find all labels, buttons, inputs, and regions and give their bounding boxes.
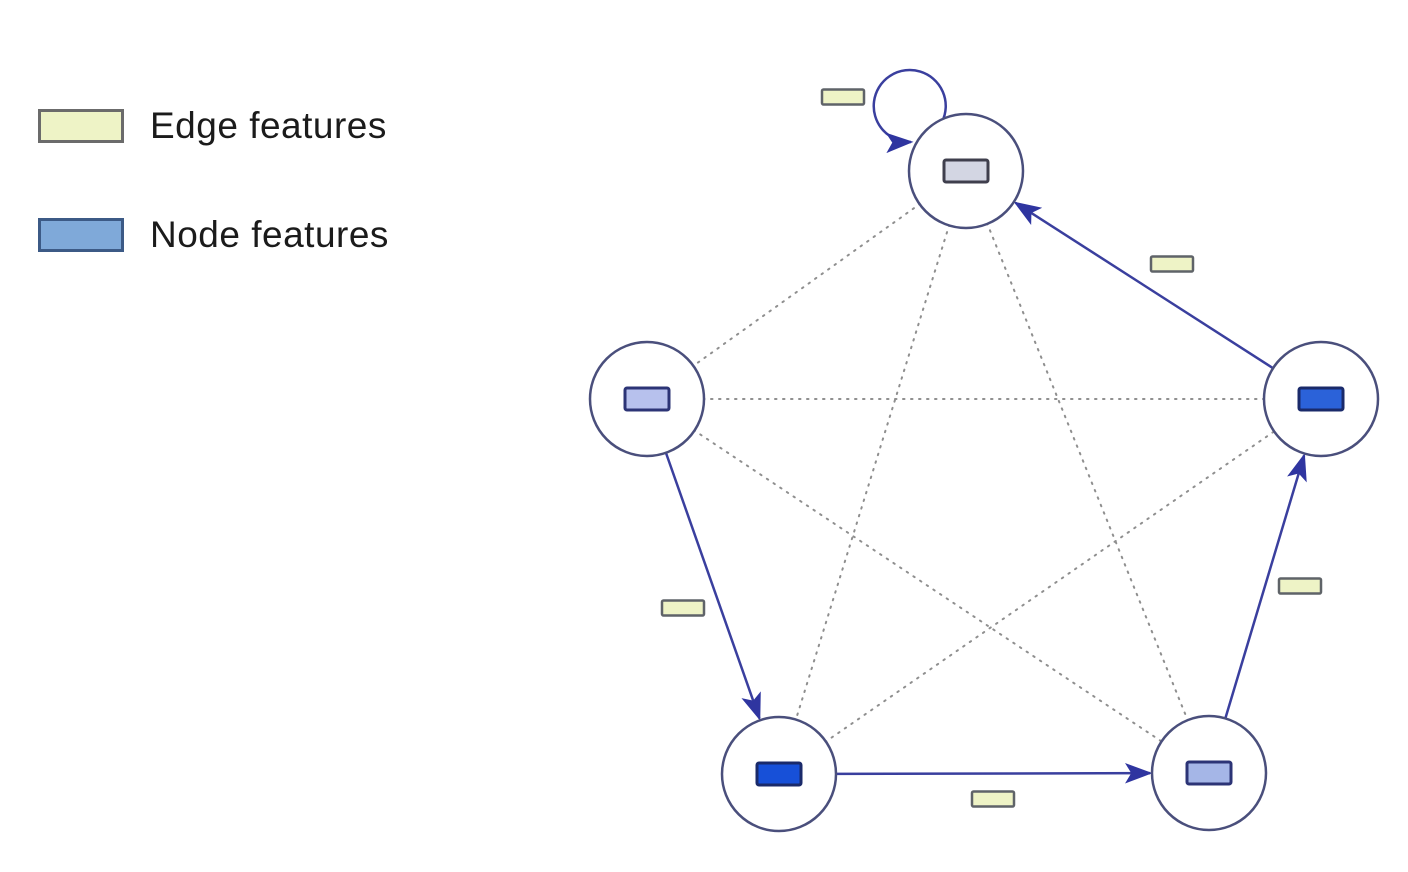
edge-features-label: Edge features — [150, 105, 387, 146]
self-loop-edge-top — [872, 68, 947, 154]
nodes-layer — [588, 112, 1380, 833]
edge-features-swatch — [38, 109, 124, 143]
node-features-swatch — [38, 218, 124, 252]
edge-feature-box-right-top — [1149, 255, 1195, 273]
node-feature-box-bottom-right — [1185, 760, 1233, 786]
node-feature-box-bottom-left — [755, 761, 803, 787]
dotted-edge-bottom-left-right — [778, 398, 1322, 775]
edge-feature-box-bottom-left-bottom-right — [970, 790, 1016, 808]
legend-item-node-features: Node features — [38, 214, 389, 256]
dotted-edge-left-bottom-right — [646, 398, 1210, 774]
solid-edge-left-bottom-left — [664, 452, 761, 721]
node-feature-box-top — [942, 158, 990, 184]
solid-edge-bottom-right-right — [1224, 453, 1307, 719]
node-features-label: Node features — [150, 214, 389, 255]
edge-feature-labels-layer — [660, 88, 1323, 808]
edge-feature-box-bottom-right-right — [1277, 577, 1323, 595]
edge-feature-box-self-loop — [820, 88, 866, 106]
edge-feature-box-left-bottom-left — [660, 599, 706, 617]
solid-edges-layer — [664, 68, 1307, 784]
dotted-edge-top-bottom-left — [778, 170, 967, 775]
solid-edge-bottom-left-bottom-right — [835, 762, 1153, 784]
dotted-edges-layer — [646, 170, 1322, 775]
legend-item-edge-features: Edge features — [38, 105, 387, 147]
dotted-edge-top-left — [646, 170, 967, 400]
node-feature-box-left — [623, 386, 671, 412]
solid-edge-right-top — [1013, 201, 1274, 370]
node-feature-box-right — [1297, 386, 1345, 412]
